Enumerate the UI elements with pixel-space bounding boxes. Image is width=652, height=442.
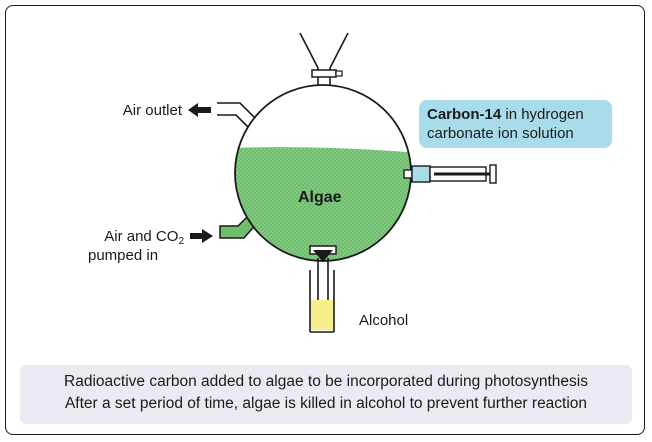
reaction-flask <box>234 84 412 262</box>
caption-line-1: Radioactive carbon added to algae to be … <box>64 373 588 390</box>
inlet-arrow-icon <box>190 229 213 243</box>
caption-box: Radioactive carbon added to algae to be … <box>20 365 632 424</box>
carbon-14-callout: Carbon-14 in hydrogen carbonate ion solu… <box>419 100 612 148</box>
air-outlet-label: Air outlet <box>122 102 182 119</box>
algae-label: Algae <box>298 189 342 206</box>
caption-line-2: After a set period of time, algae is kil… <box>64 395 588 412</box>
outlet-arrow-icon <box>188 103 211 117</box>
air-co2-label: Air and CO2 <box>70 228 184 251</box>
callout-bold: Carbon-14 <box>427 106 502 123</box>
air-outlet-tube <box>217 102 259 129</box>
air-co2-label-text: Air and CO <box>104 228 179 245</box>
callout-line-2: carbonate ion solution <box>427 125 574 142</box>
pumped-in-label: pumped in <box>88 247 159 264</box>
syringe <box>403 164 497 184</box>
alcohol-label: Alcohol <box>359 312 409 329</box>
alcohol-test-tube <box>309 270 335 333</box>
callout-rest: in hydrogen <box>501 106 584 123</box>
callout-line-1: Carbon-14 in hydrogen <box>427 105 604 124</box>
co2-subscript: 2 <box>178 236 184 247</box>
